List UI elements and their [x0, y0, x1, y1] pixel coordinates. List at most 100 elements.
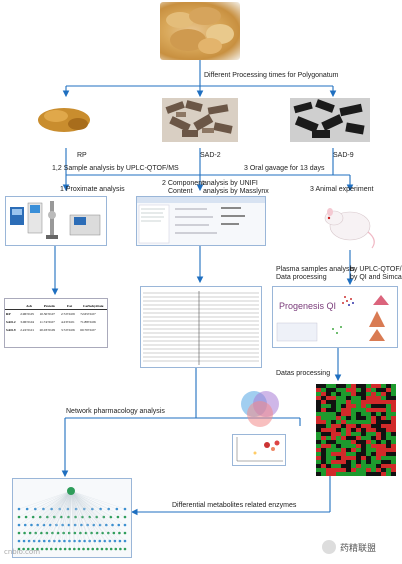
heatmap-cell — [376, 424, 381, 428]
heatmap-cell — [361, 424, 366, 428]
network-node — [83, 539, 86, 543]
heatmap-cell — [381, 396, 386, 400]
heatmap-cell — [351, 464, 356, 468]
heatmap-cell — [356, 416, 361, 420]
heatmap-cell — [316, 404, 321, 408]
heatmap-cell — [321, 456, 326, 460]
heatmap-cell — [336, 384, 341, 388]
heatmap-cell — [316, 420, 321, 424]
heatmap-cell — [326, 448, 331, 452]
heatmap-cell — [391, 472, 396, 476]
heatmap-cell — [336, 468, 341, 472]
heatmap-cell — [376, 448, 381, 452]
network-node — [24, 515, 28, 519]
heatmap-cell — [376, 432, 381, 436]
heatmap-cell — [366, 388, 371, 392]
network-node — [56, 531, 60, 535]
network-edge — [18, 490, 72, 526]
network-node — [73, 547, 76, 551]
heatmap-cell — [356, 456, 361, 460]
network-node — [63, 539, 66, 543]
heatmap-cell — [346, 436, 351, 440]
network-node — [115, 507, 119, 511]
heatmap-cell — [341, 436, 346, 440]
component-label: 2 Component — [162, 180, 205, 187]
heatmap-cell — [316, 440, 321, 444]
heatmap-cell — [346, 384, 351, 388]
heatmap — [304, 380, 400, 480]
network-edge — [49, 490, 72, 542]
heatmap-cell — [346, 400, 351, 404]
network-edge — [70, 490, 87, 534]
heatmap-cell — [371, 388, 376, 392]
heatmap-cell — [386, 416, 391, 420]
network-node — [17, 547, 21, 551]
network-graph — [12, 478, 132, 558]
heatmap-cell — [316, 400, 321, 404]
network-node — [123, 523, 127, 527]
heatmap-cell — [336, 392, 341, 396]
heatmap-cell — [321, 396, 326, 400]
network-edge — [31, 490, 72, 526]
data-processing-label: Data processing — [276, 274, 327, 281]
network-node — [36, 523, 40, 527]
network-edge — [33, 490, 72, 518]
heatmap-cell — [376, 428, 381, 432]
network-edge — [70, 490, 121, 542]
heatmap-cell — [391, 432, 396, 436]
network-edge — [70, 490, 126, 534]
heatmap-cell — [356, 448, 361, 452]
network-node — [53, 515, 56, 519]
heatmap-cell — [326, 436, 331, 440]
heatmap-cell — [366, 460, 371, 464]
heatmap-cell — [371, 384, 376, 388]
heatmap-cell — [381, 392, 386, 396]
heatmap-cell — [346, 472, 351, 476]
heatmap-cell — [381, 444, 386, 448]
heatmap-cell — [341, 384, 346, 388]
heatmap-cell — [346, 412, 351, 416]
network-node — [119, 547, 122, 551]
network-edge — [70, 490, 85, 542]
heatmap-cell — [386, 408, 391, 412]
sad2-photo — [162, 98, 238, 142]
heatmap-cell — [321, 460, 326, 464]
network-node — [81, 515, 84, 519]
heatmap-cell — [361, 448, 366, 452]
by-qi-label: by QI and Simca — [350, 274, 402, 281]
network-node — [117, 523, 121, 527]
network-node — [102, 515, 106, 519]
network-edge — [59, 490, 72, 542]
watermark-right: 药精联盟 — [340, 544, 377, 554]
heatmap-cell — [351, 408, 356, 412]
heatmap-cell — [381, 460, 386, 464]
heatmap-cell — [336, 388, 341, 392]
network-edge — [70, 490, 117, 510]
heatmap-cell — [376, 404, 381, 408]
heatmap-cell — [376, 468, 381, 472]
heatmap-cell — [331, 464, 336, 468]
heatmap-cell — [376, 440, 381, 444]
heatmap-cell — [356, 452, 361, 456]
heatmap-cell — [391, 460, 396, 464]
heatmap-cell — [356, 400, 361, 404]
heatmap-cell — [386, 420, 391, 424]
heatmap-cell — [391, 412, 396, 416]
network-edge — [70, 490, 103, 550]
heatmap-cell — [356, 420, 361, 424]
heatmap-cell — [386, 448, 391, 452]
heatmap-cell — [346, 468, 351, 472]
heatmap-cell — [326, 428, 331, 432]
heatmap-cell — [371, 468, 376, 472]
heatmap-cell — [361, 388, 366, 392]
heatmap-cell — [346, 452, 351, 456]
heatmap-cell — [356, 396, 361, 400]
heatmap-cell — [376, 456, 381, 460]
heatmap-cell — [331, 408, 336, 412]
network-edge — [70, 490, 121, 550]
heatmap-cell — [391, 428, 396, 432]
heatmap-cell — [351, 416, 356, 420]
network-node — [104, 523, 108, 527]
heatmap-cell — [391, 416, 396, 420]
network-node — [17, 515, 21, 519]
